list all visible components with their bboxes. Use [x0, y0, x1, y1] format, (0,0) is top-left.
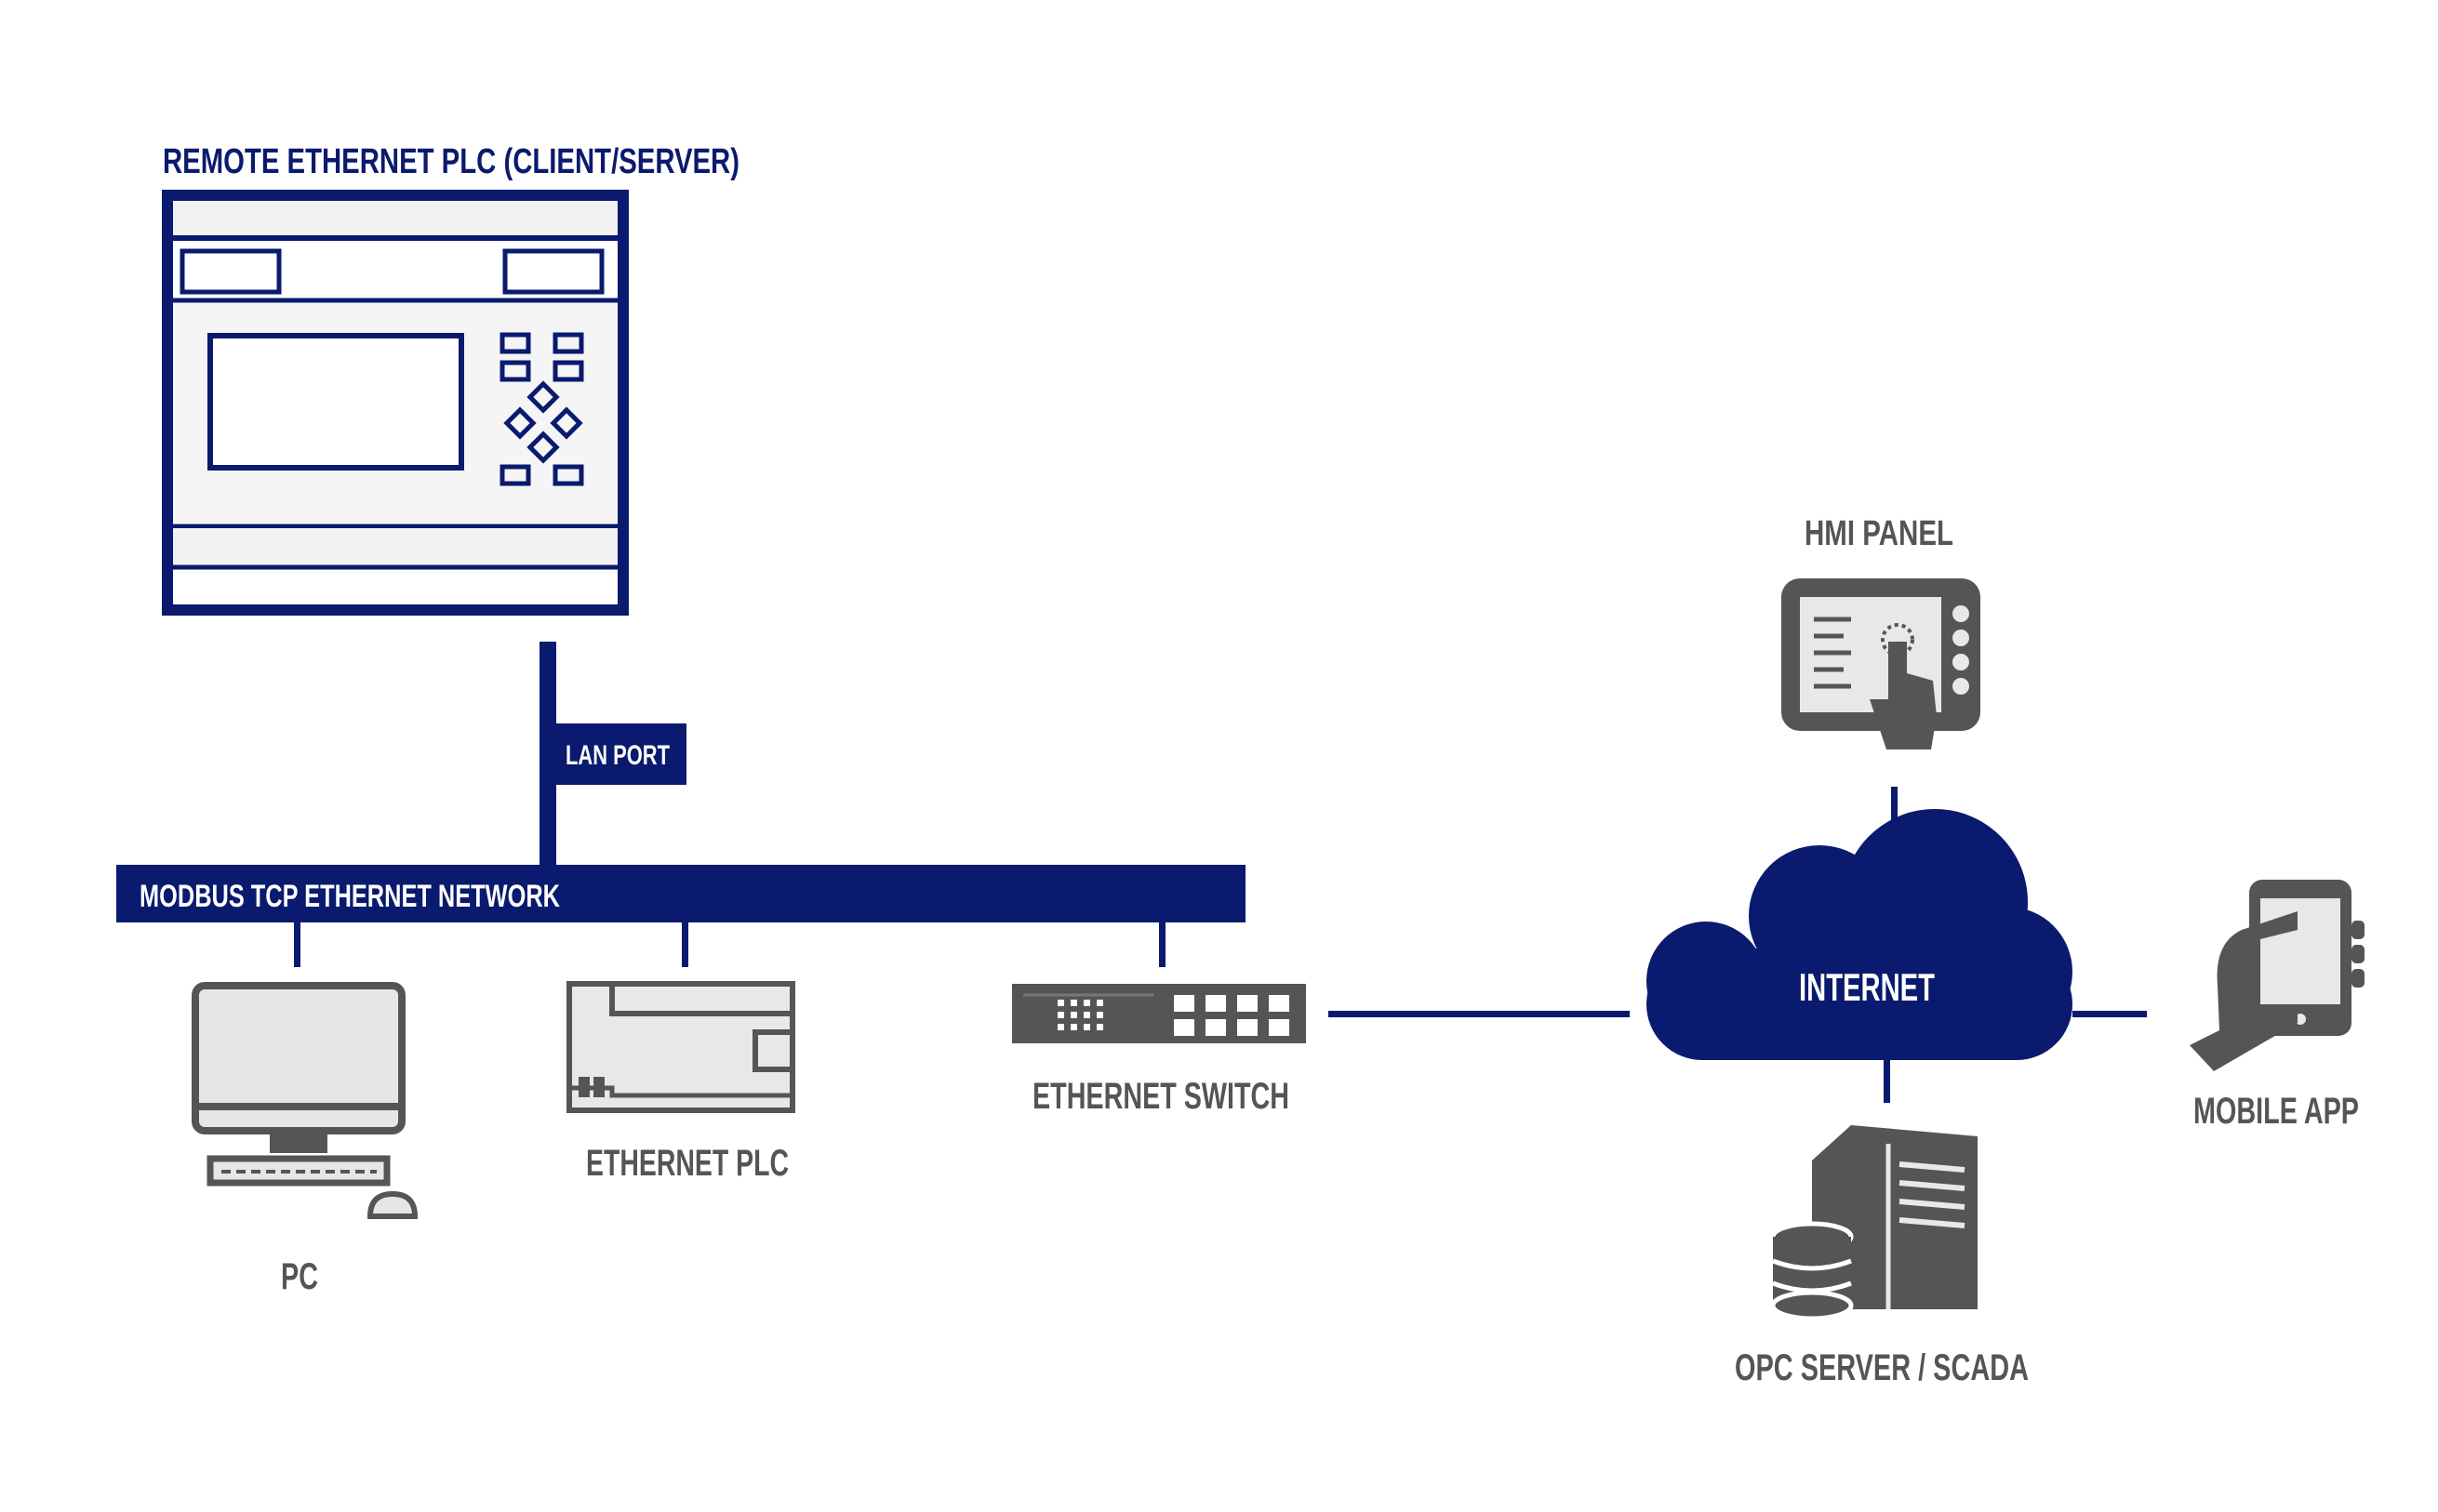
touch-panel-icon	[1781, 578, 1980, 749]
plc-module-icon	[566, 981, 795, 1113]
cloud-icon	[1646, 809, 2072, 1060]
mobile-app-label: MOBILE APP	[2193, 1091, 2359, 1132]
internet-mobile-line	[2072, 1011, 2147, 1017]
lan-port-label: LAN PORT	[566, 740, 670, 771]
pc-drop-line	[294, 922, 300, 967]
internet-label: INTERNET	[1799, 965, 1935, 1009]
switch-drop-line	[1159, 922, 1166, 967]
opc-server-label: OPC SERVER / SCADA	[1735, 1347, 2029, 1388]
ethernet-plc-drop-line	[682, 922, 688, 967]
network-bus-label: MODBUS TCP ETHERNET NETWORK	[140, 879, 560, 914]
network-switch-icon	[1012, 984, 1306, 1043]
ethernet-plc-label: ETHERNET PLC	[586, 1143, 789, 1184]
internet-server-line	[1884, 1060, 1890, 1103]
plc-device-icon	[162, 190, 629, 616]
switch-internet-line	[1328, 1011, 1630, 1017]
smartphone-hand-icon	[2190, 880, 2365, 1071]
plc-lan-connector	[540, 642, 556, 874]
server-database-icon	[1770, 1125, 1978, 1321]
network-bus: MODBUS TCP ETHERNET NETWORK	[116, 865, 1246, 922]
hmi-internet-line	[1891, 787, 1898, 829]
lan-port-tag: LAN PORT	[556, 723, 686, 785]
desktop-computer-icon	[192, 982, 419, 1219]
remote-plc-label: REMOTE ETHERNET PLC (CLIENT/SERVER)	[163, 142, 739, 181]
ethernet-switch-label: ETHERNET SWITCH	[1032, 1076, 1289, 1117]
hmi-panel-label: HMI PANEL	[1805, 514, 1953, 553]
pc-label: PC	[281, 1256, 318, 1297]
